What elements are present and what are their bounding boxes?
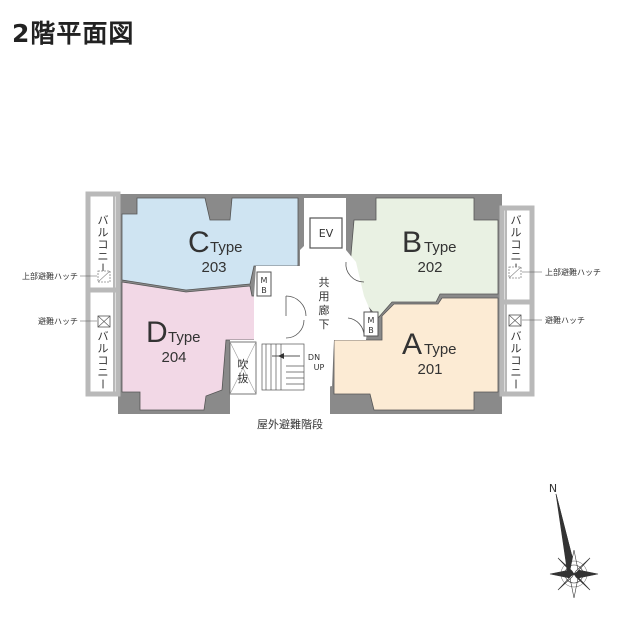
svg-text:廊: 廊 — [319, 303, 330, 317]
svg-text:共: 共 — [319, 276, 330, 289]
unit-b-label: B Type 202 — [402, 226, 457, 276]
unit-d-label: D Type 204 — [146, 316, 201, 366]
svg-text:Type: Type — [424, 341, 457, 358]
stairs-up-label: UP — [314, 363, 325, 372]
svg-text:吹: 吹 — [238, 358, 249, 371]
ev-label: EV — [319, 227, 334, 240]
unit-d-room — [121, 281, 285, 411]
balcony-char: バ — [98, 214, 109, 227]
svg-text:Type: Type — [210, 239, 243, 256]
north-label: N — [549, 482, 557, 495]
mb-left-b: B — [261, 286, 267, 295]
door-swings — [285, 261, 365, 339]
meter-box-right: M B — [363, 311, 379, 337]
svg-text:C: C — [188, 226, 210, 259]
balcony-char: ー — [96, 379, 109, 390]
meter-box-left: M B — [256, 271, 272, 297]
unit-a-room — [333, 297, 499, 411]
hatch-right-label: 避難ハッチ — [545, 315, 585, 325]
page-title: 2階平面図 — [12, 19, 135, 48]
svg-text:抜: 抜 — [238, 371, 249, 385]
mb-right-m: M — [368, 316, 375, 325]
upper-hatch-left — [80, 270, 111, 283]
svg-text:A: A — [402, 328, 422, 361]
balcony-char: バ — [511, 330, 522, 343]
balcony-char: ル — [511, 342, 522, 355]
svg-text:用: 用 — [319, 290, 330, 303]
balcony-char: コ — [98, 354, 109, 367]
compass-icon: N — [549, 482, 599, 599]
balcony-char: ニ — [511, 366, 522, 379]
void-label: 吹 抜 — [238, 358, 249, 385]
stairs-dn-label: DN — [308, 353, 320, 362]
balcony-char: ル — [98, 342, 109, 355]
balcony-char: ニ — [98, 366, 109, 379]
hatch-left-label: 避難ハッチ — [38, 316, 78, 326]
svg-text:202: 202 — [417, 259, 442, 276]
unit-a-label: A Type 201 — [402, 328, 457, 378]
svg-text:Type: Type — [424, 239, 457, 256]
corridor-label: 共 用 廊 下 — [319, 276, 330, 331]
balcony-char: コ — [511, 238, 522, 251]
mb-right-b: B — [368, 326, 374, 335]
balcony-char: ー — [509, 379, 522, 390]
svg-text:203: 203 — [201, 259, 226, 276]
upper-hatch-right-label: 上部避難ハッチ — [545, 267, 601, 277]
balcony-char: コ — [98, 238, 109, 251]
unit-b-room — [349, 197, 499, 319]
balcony-char: ル — [98, 226, 109, 239]
svg-text:Type: Type — [168, 329, 201, 346]
balcony-char: コ — [511, 354, 522, 367]
outdoor-stairs-label: 屋外避難階段 — [257, 417, 323, 431]
balcony-left — [85, 191, 121, 397]
balcony-char: バ — [511, 214, 522, 227]
balcony-char: ニ — [98, 250, 109, 263]
svg-text:下: 下 — [319, 318, 330, 331]
balcony-right — [499, 205, 535, 397]
svg-text:B: B — [402, 226, 422, 259]
balcony-char: ル — [511, 226, 522, 239]
balcony-char: バ — [98, 330, 109, 343]
hatch-left — [80, 315, 111, 328]
svg-text:204: 204 — [161, 349, 186, 366]
unit-c-label: C Type 203 — [188, 226, 243, 276]
elevator: EV — [309, 217, 343, 249]
svg-text:D: D — [146, 316, 168, 349]
balcony-char: ー — [96, 263, 109, 274]
svg-text:201: 201 — [417, 361, 442, 378]
hatch-right — [508, 314, 542, 327]
balcony-char: ニ — [511, 250, 522, 263]
mb-left-m: M — [261, 276, 268, 285]
upper-hatch-left-label: 上部避難ハッチ — [22, 271, 78, 281]
upper-hatch-right — [508, 266, 542, 279]
stairs — [261, 343, 305, 391]
